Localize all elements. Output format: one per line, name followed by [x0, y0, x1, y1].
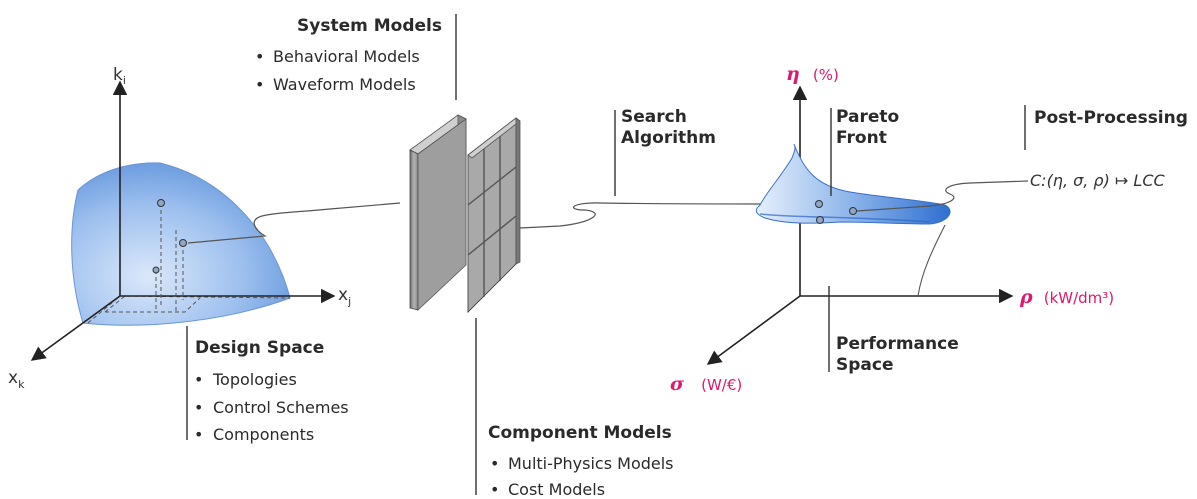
- connector-line: [519, 202, 819, 229]
- axis-xk: [30, 295, 121, 361]
- axis-label-rho: ρ (kW/dm³): [1019, 286, 1114, 308]
- connector-line: [187, 202, 401, 244]
- axis-label-sigma: σ (W/€): [670, 373, 742, 395]
- component-models-title: Component Models: [488, 423, 672, 443]
- connector-line: [856, 180, 1029, 212]
- svg-text:•: •: [255, 75, 264, 94]
- svg-text:•: •: [194, 398, 203, 417]
- axis-label-xk: xk: [8, 368, 25, 391]
- pareto-point: [849, 207, 857, 215]
- design-point: [157, 199, 165, 207]
- pareto-point: [816, 216, 824, 224]
- design-space-title: Design Space: [195, 338, 324, 358]
- svg-text:•: •: [255, 47, 264, 66]
- pareto-front-label: Pareto Front: [836, 107, 905, 148]
- component-models-list: • Multi-Physics Models • Cost Models: [490, 454, 674, 499]
- list-item: Behavioral Models: [273, 47, 420, 66]
- axis-label-xj: xj: [338, 285, 351, 308]
- post-processing-formula: C:(η, σ, ρ) ↦ LCC: [1030, 171, 1165, 190]
- system-model-panel: [409, 114, 467, 311]
- search-algorithm-label: Search Algorithm: [621, 107, 716, 148]
- svg-text:•: •: [194, 370, 203, 389]
- list-item: Control Schemes: [213, 398, 349, 417]
- list-item: Components: [213, 425, 314, 444]
- list-item: Cost Models: [508, 480, 605, 499]
- axis-label-eta: η (%): [786, 63, 839, 85]
- svg-text:•: •: [490, 480, 499, 499]
- design-space-graphic: ki xj xk: [8, 65, 401, 391]
- svg-text:•: •: [490, 454, 499, 473]
- post-processing-title: Post-Processing: [1034, 108, 1188, 128]
- pareto-front-surface: [755, 143, 951, 225]
- performance-space-graphic: η (%) ρ (kW/dm³) σ (W/€): [670, 63, 1114, 395]
- performance-space-label: Performance Space: [836, 334, 965, 375]
- component-model-grid: [467, 117, 521, 314]
- svg-text:•: •: [194, 425, 203, 444]
- axis-sigma: [706, 295, 801, 365]
- list-item: Waveform Models: [273, 75, 416, 94]
- list-item: Topologies: [212, 370, 297, 389]
- axis-label-k: ki: [113, 65, 126, 87]
- system-models-list: • Behavioral Models • Waveform Models: [255, 47, 420, 94]
- design-point: [152, 266, 160, 274]
- pareto-point: [815, 200, 823, 208]
- list-item: Multi-Physics Models: [508, 454, 674, 473]
- design-space-list: • Topologies • Control Schemes • Compone…: [194, 370, 349, 444]
- system-models-title: System Models: [297, 16, 442, 36]
- design-point: [179, 239, 187, 247]
